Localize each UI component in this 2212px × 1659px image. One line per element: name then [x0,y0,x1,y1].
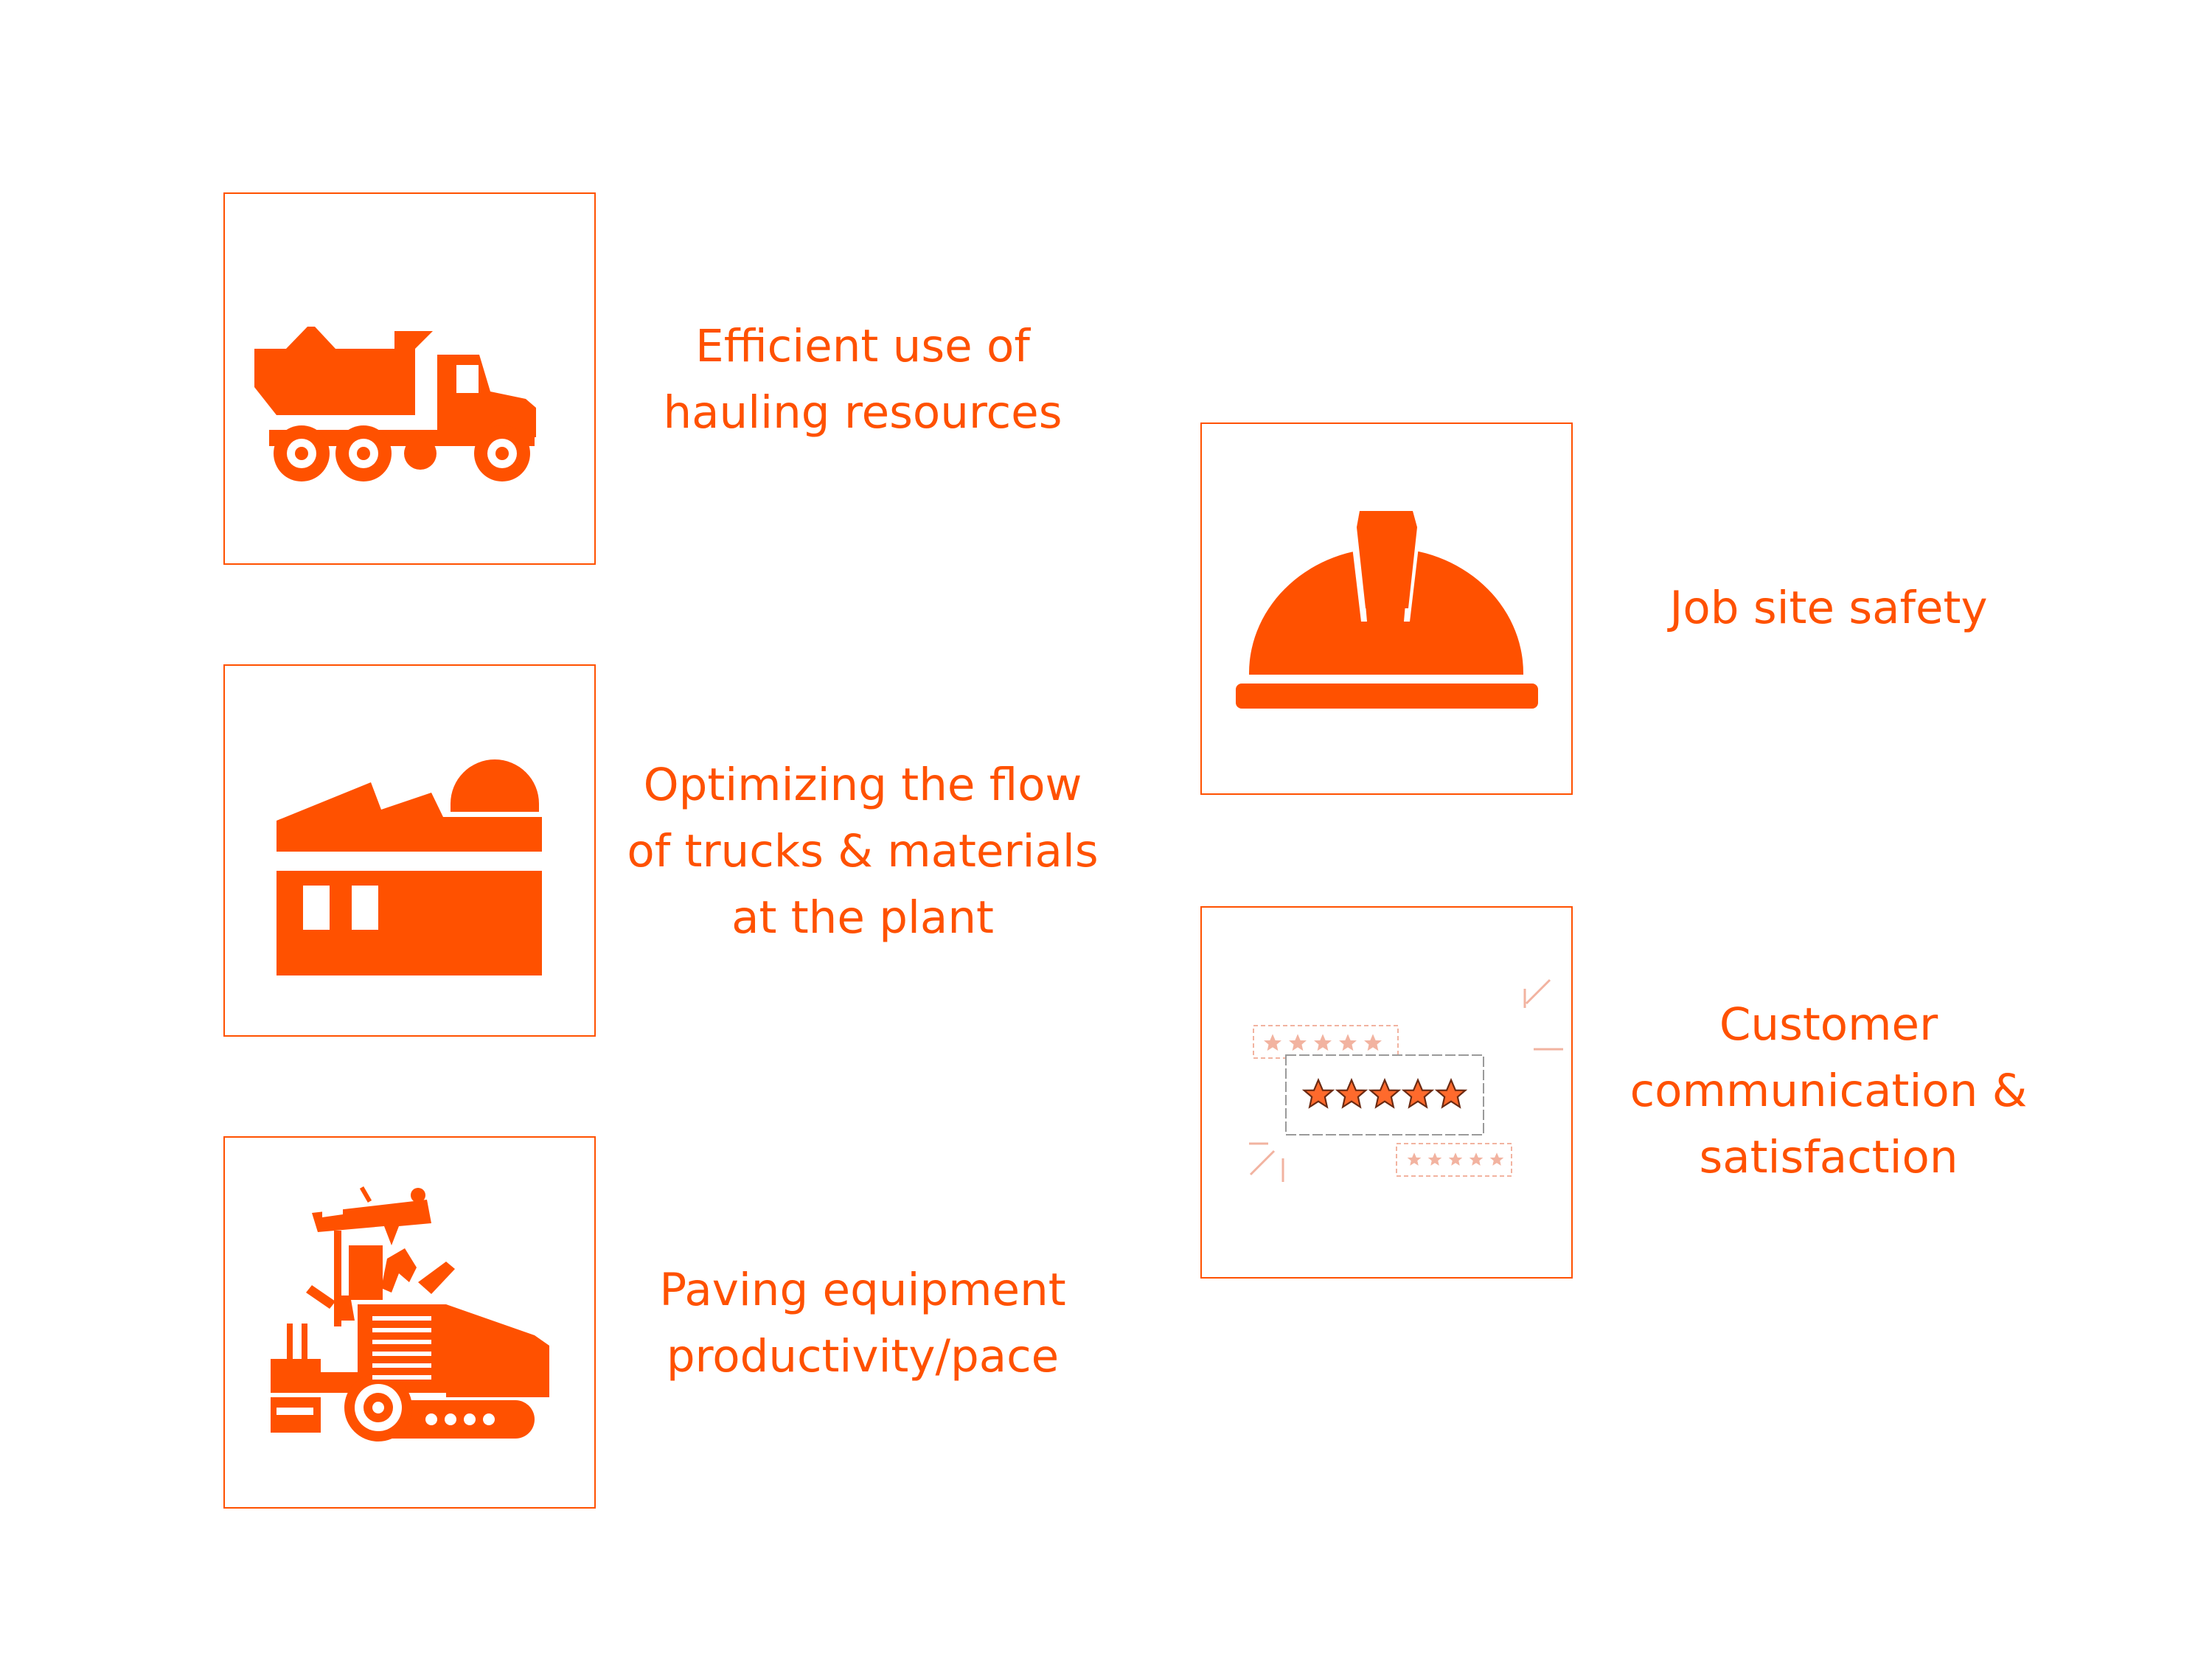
five-star-rating-icon [1249,978,1563,1182]
hard-hat-icon [1236,511,1538,709]
hauling-label: Efficient use of hauling resources [663,320,1062,439]
customer-label: Customer communication & satisfaction [1630,998,2028,1183]
customer-tile [1200,906,1573,1279]
paving-tile [223,1136,596,1509]
asphalt-paver-icon [271,1186,549,1441]
safety-label: Job site safety [1669,582,1988,634]
plant-factory-icon [276,759,542,975]
plant-label: Optimizing the flow of trucks & material… [627,759,1099,944]
hauling-tile [223,192,596,565]
plant-tile [223,664,596,1037]
dump-truck-icon [254,327,536,481]
paving-label: Paving equipment productivity/pace [659,1264,1066,1382]
safety-tile [1200,422,1573,795]
